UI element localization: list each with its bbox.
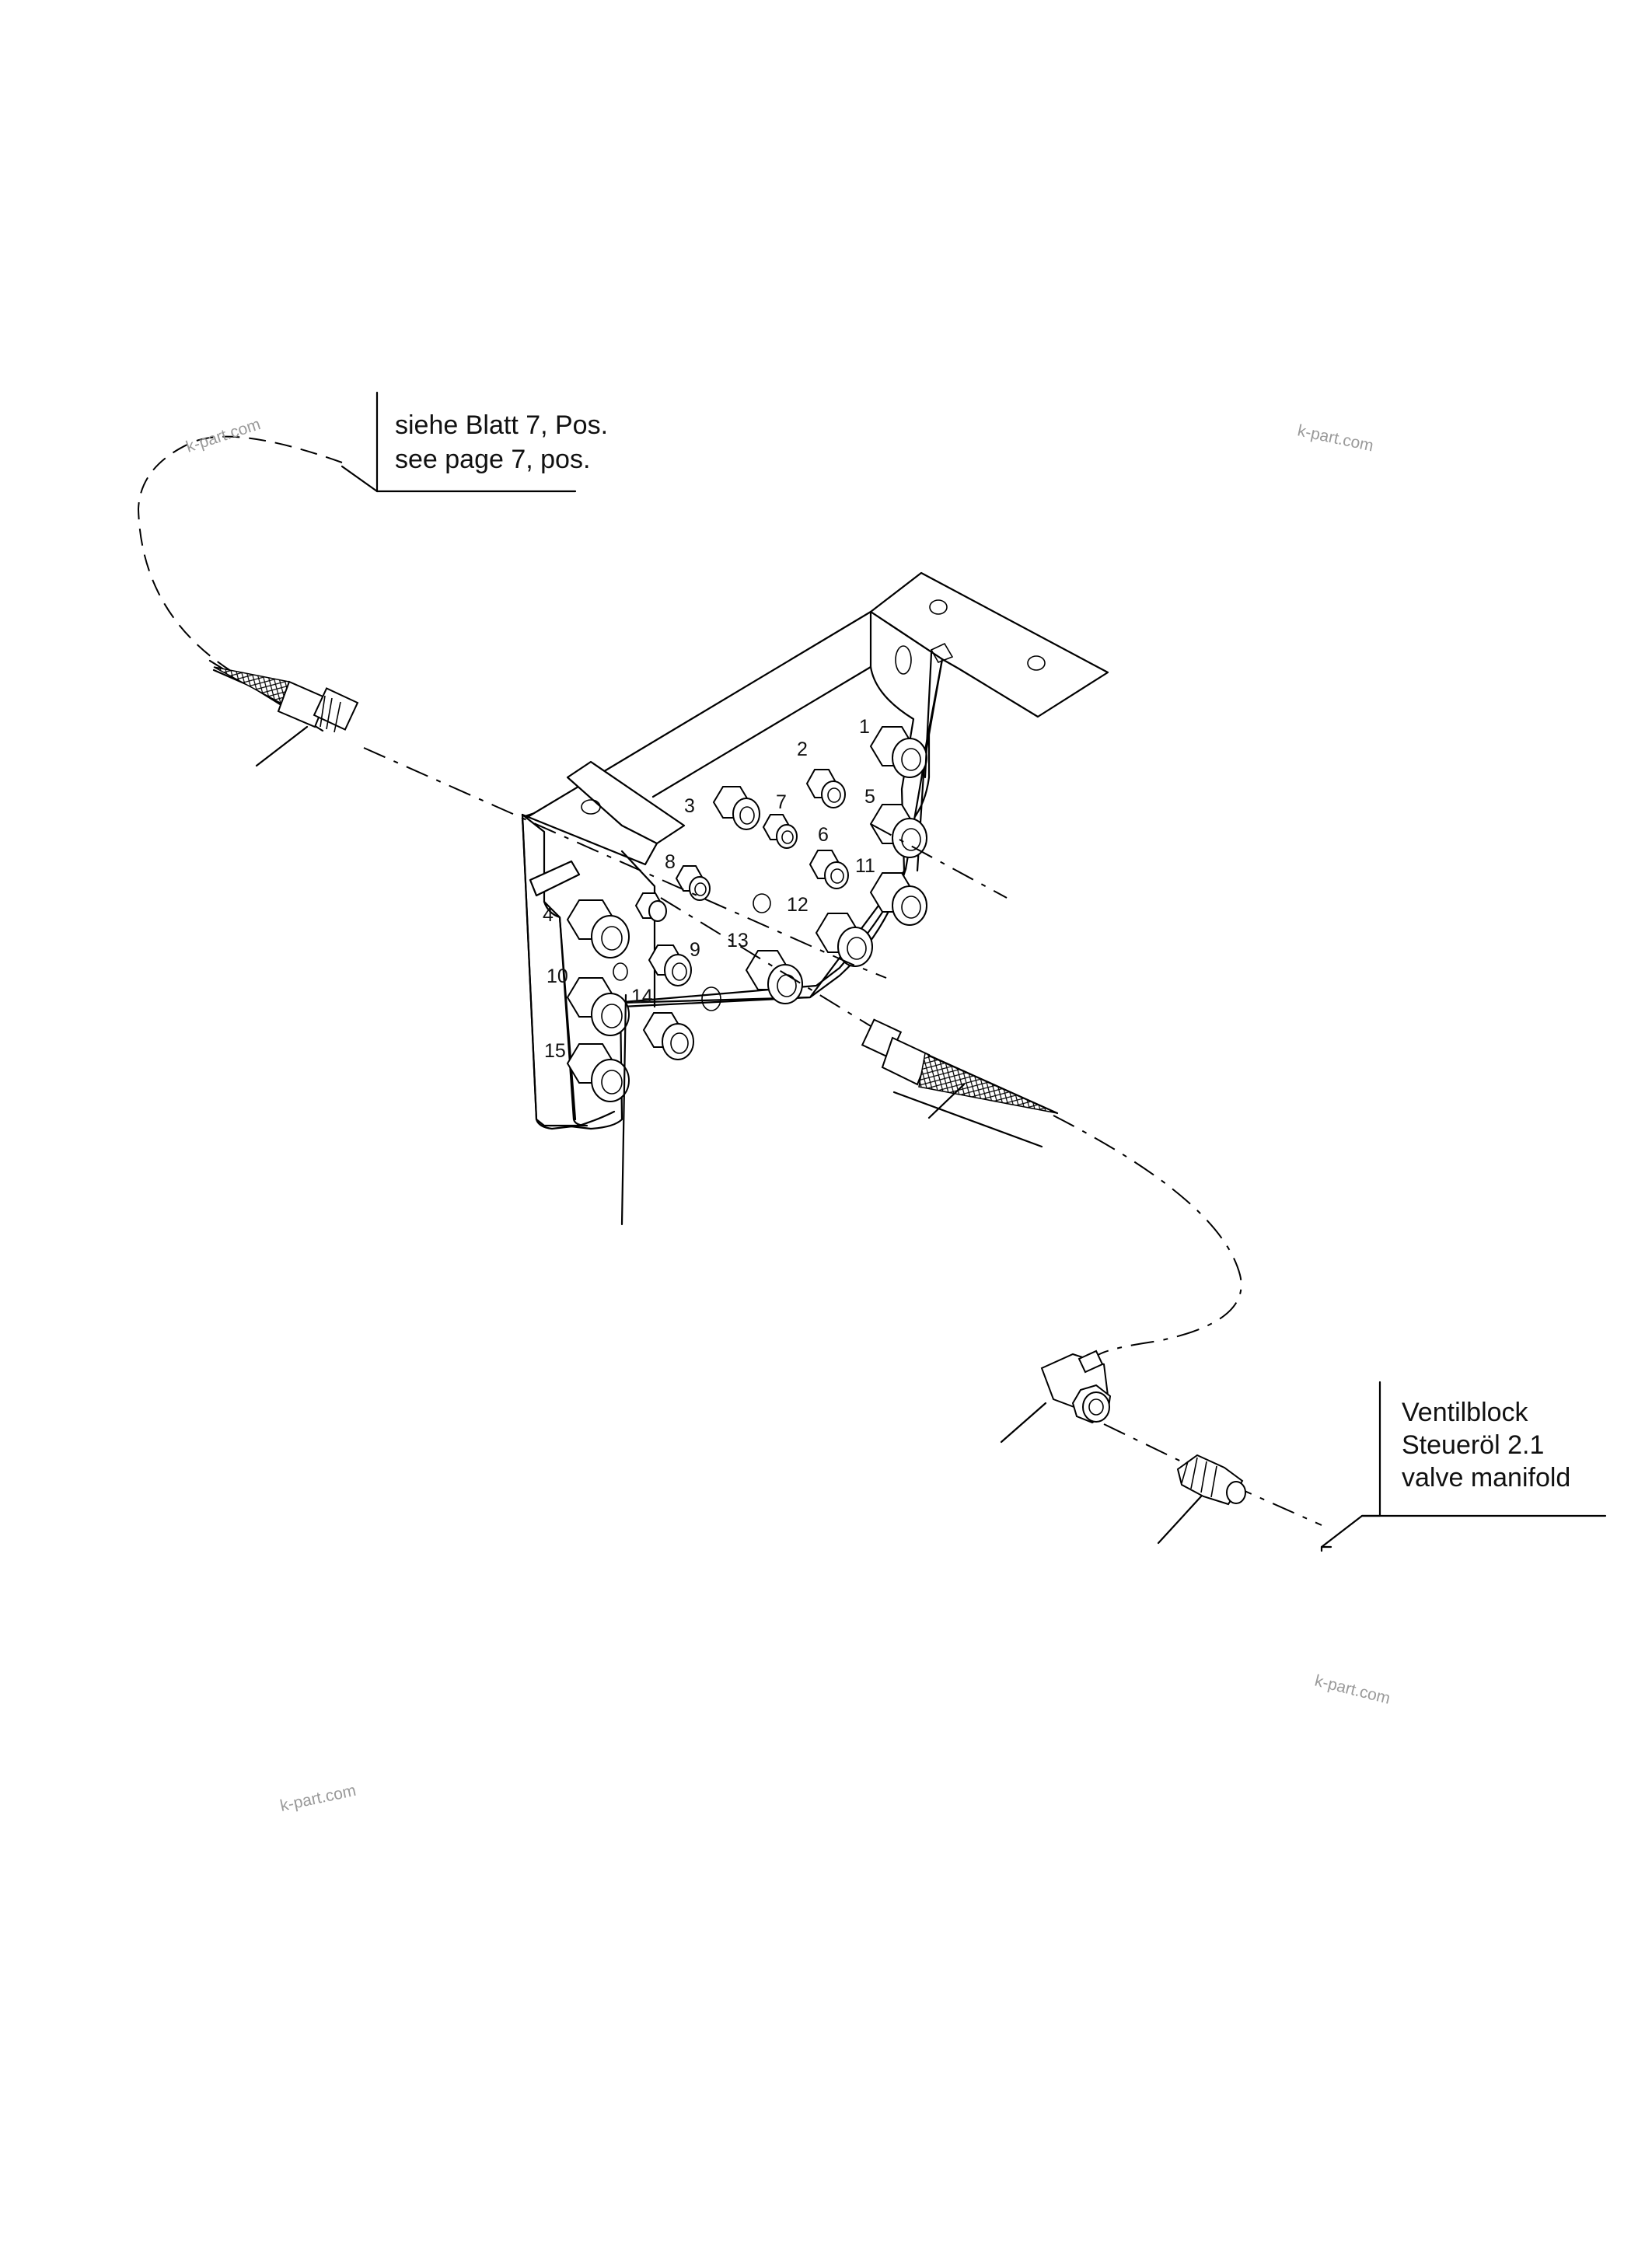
port-label: 2 [797, 738, 808, 760]
port-label: 10 [547, 965, 568, 987]
fitting-1 [869, 726, 927, 778]
watermark: k-part.com [183, 415, 262, 456]
callout-bottom-right: Ventilblock Steueröl 2.1 valve manifold [1320, 1381, 1607, 1552]
fitting-8 [675, 865, 711, 901]
fitting-4 [566, 899, 630, 958]
fitting-right-lower [869, 872, 927, 926]
fitting-3 [712, 786, 760, 830]
port-label: 12 [787, 894, 809, 916]
watermark: k-part.com [1313, 1672, 1392, 1708]
watermark: k-part.com [1296, 421, 1375, 455]
fitting-9 [648, 944, 692, 986]
callout-line-1: siehe Blatt 7, Pos. [395, 410, 608, 440]
port-labels: 1 2 3 4 5 6 7 8 9 10 11 12 13 14 15 [543, 716, 875, 1062]
fitting-10 [566, 977, 630, 1036]
fitting-14 [642, 1012, 694, 1060]
hose-top-left [137, 435, 359, 767]
fitting-front-small [634, 892, 667, 922]
watermarks: k-part.com k-part.com k-part.com k-part.… [183, 415, 1392, 1815]
fitting-2 [805, 769, 846, 808]
fitting-6 [809, 850, 849, 889]
callout-line-3: valve manifold [1402, 1463, 1570, 1493]
port-label: 14 [631, 986, 653, 1007]
watermark: k-part.com [278, 1782, 358, 1815]
callout-line-1: Ventilblock [1402, 1398, 1529, 1427]
port-label: 5 [864, 786, 875, 808]
elbow-fitting [1000, 1349, 1112, 1444]
fitting-7 [762, 814, 798, 849]
fitting-15 [566, 1043, 630, 1102]
manifold-fittings [566, 726, 927, 1102]
port-label: 3 [684, 795, 695, 817]
manifold-bracket [521, 571, 1109, 1130]
port-label: 6 [818, 824, 829, 846]
fitting-12 [815, 913, 873, 967]
port-label: 1 [859, 716, 870, 738]
centre-lines [363, 651, 1322, 1526]
port-label: 9 [690, 939, 700, 961]
port-label: 8 [665, 851, 676, 873]
callout-top-left: siehe Blatt 7, Pos. see page 7, pos. [341, 391, 608, 493]
fitting-5 [869, 804, 927, 858]
adapter-fitting [1157, 1454, 1246, 1545]
callout-line-2: see page 7, pos. [395, 445, 590, 474]
port-label: 4 [543, 904, 554, 926]
callout-line-2: Steueröl 2.1 [1402, 1430, 1544, 1460]
port-label: 15 [544, 1040, 566, 1062]
port-label: 7 [776, 791, 787, 813]
port-label: 11 [855, 855, 875, 877]
fitting-13 [745, 950, 803, 1004]
hose-right [861, 1018, 1059, 1148]
